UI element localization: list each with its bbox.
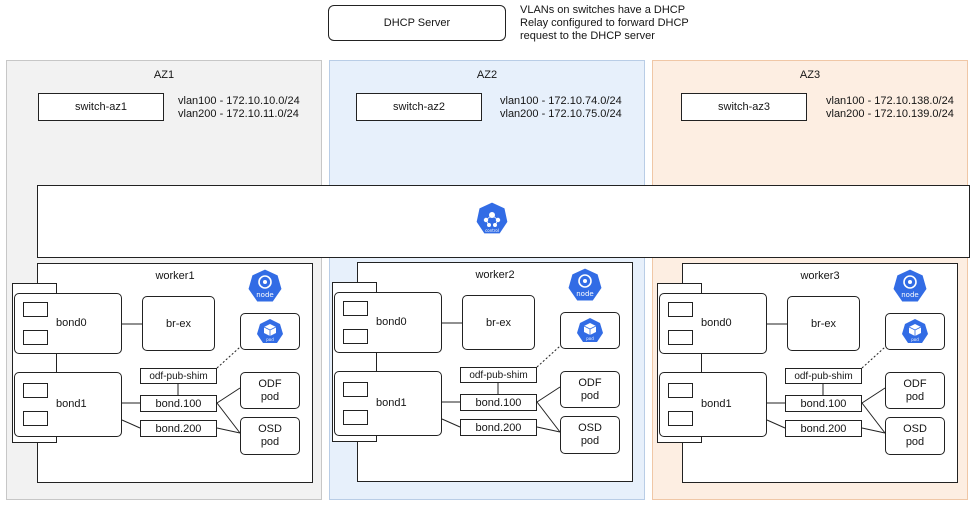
az2-title: AZ2: [476, 69, 498, 81]
vlan-line: vlan200 - 172.10.11.0/24: [178, 108, 299, 120]
az1-zone: AZ1: [6, 60, 322, 500]
dhcp-server-label: DHCP Server: [383, 17, 451, 29]
az2-zone: AZ2: [329, 60, 645, 500]
dhcp-note-line: request to the DHCP server: [520, 30, 655, 42]
switch-az3-label: switch-az3: [718, 101, 770, 113]
control-plane-icon: control plane: [475, 201, 509, 238]
az3-zone: AZ3: [652, 60, 968, 500]
vlan-line: vlan200 - 172.10.75.0/24: [500, 108, 622, 120]
dhcp-note-line: VLANs on switches have a DHCP: [520, 4, 686, 16]
dhcp-server-box: DHCP Server: [328, 5, 506, 41]
switch-az2-label: switch-az2: [393, 101, 445, 113]
vlan-line: vlan200 - 172.10.139.0/24: [826, 108, 954, 120]
az1-vlans: vlan100 - 172.10.10.0/24 vlan200 - 172.1…: [178, 95, 300, 121]
vlan-line: vlan100 - 172.10.10.0/24: [178, 95, 300, 107]
dhcp-note: VLANs on switches have a DHCP Relay conf…: [520, 4, 689, 43]
switch-az1-label: switch-az1: [75, 101, 127, 113]
switch-az3-box: switch-az3: [681, 93, 807, 121]
az2-vlans: vlan100 - 172.10.74.0/24 vlan200 - 172.1…: [500, 95, 622, 121]
switch-az2-box: switch-az2: [356, 93, 482, 121]
vlan-line: vlan100 - 172.10.138.0/24: [826, 95, 954, 107]
az3-vlans: vlan100 - 172.10.138.0/24 vlan200 - 172.…: [826, 95, 954, 121]
dhcp-note-line: Relay configured to forward DHCP: [520, 17, 689, 29]
az3-title: AZ3: [799, 69, 821, 81]
control-plane-icon-text: control: [485, 228, 499, 233]
vlan-line: vlan100 - 172.10.74.0/24: [500, 95, 622, 107]
az1-title: AZ1: [153, 69, 175, 81]
switch-az1-box: switch-az1: [38, 93, 164, 121]
control-plane-icon-text: plane: [486, 233, 498, 238]
